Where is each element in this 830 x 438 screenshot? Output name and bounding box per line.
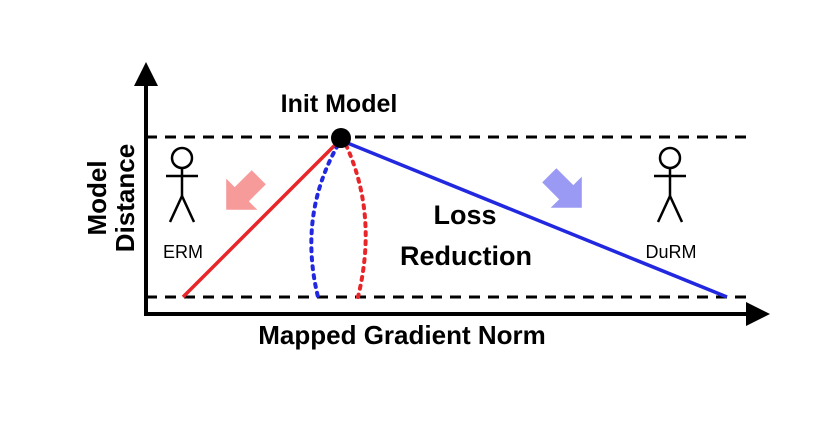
- loss-reduction-label-line2: Reduction: [400, 241, 532, 271]
- loss-reduction-label-line1: Loss: [433, 200, 496, 230]
- axes: [134, 62, 770, 326]
- erm-arrow-icon: [226, 170, 266, 210]
- blue-dotted-curve: [309, 143, 340, 299]
- durm-label: DuRM: [645, 242, 696, 262]
- durm-trajectory-line: [339, 138, 728, 299]
- durm-stick-figure-icon: [654, 146, 686, 223]
- erm-trajectory-line: [181, 138, 342, 299]
- init-model-point: [331, 128, 351, 148]
- durm-arrow-icon: [542, 168, 582, 208]
- init-model-label: Init Model: [281, 90, 398, 118]
- x-axis-label: Mapped Gradient Norm: [258, 320, 545, 350]
- red-dotted-curve: [344, 143, 368, 299]
- y-axis-label-line1: Model: [82, 160, 112, 235]
- y-axis-arrowhead: [134, 62, 158, 86]
- erm-label: ERM: [163, 242, 203, 262]
- y-axis-label-line2: Distance: [110, 144, 140, 252]
- erm-stick-figure-icon: [166, 146, 198, 223]
- x-axis-arrowhead: [746, 302, 770, 326]
